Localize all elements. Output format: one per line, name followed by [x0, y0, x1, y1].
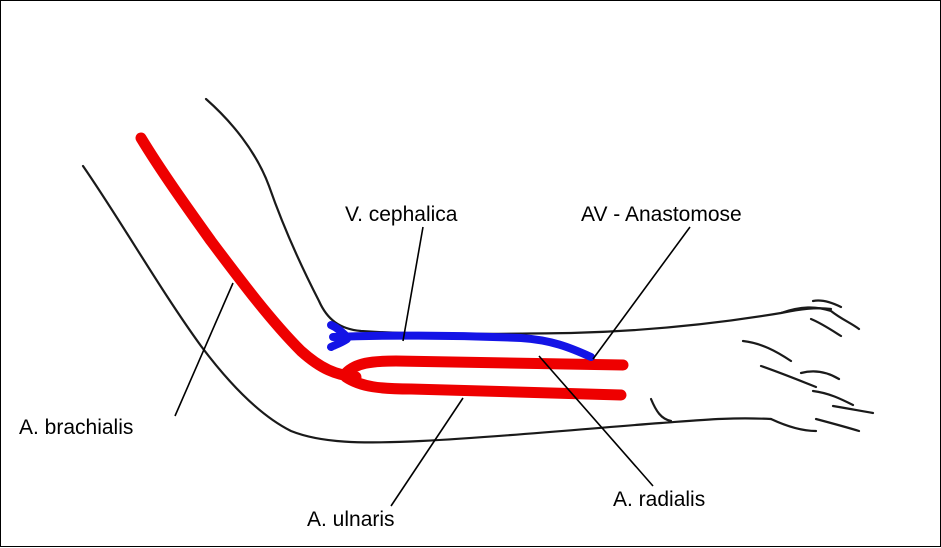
label-a-radialis: A. radialis — [613, 488, 705, 511]
label-a-brachialis: A. brachialis — [19, 416, 133, 439]
artery-brachialis — [141, 138, 356, 377]
artery-ulnaris — [346, 377, 621, 395]
leader-av-anastomose — [593, 227, 690, 359]
label-a-ulnaris: A. ulnaris — [307, 508, 395, 531]
leader-v-cephalica — [403, 227, 423, 341]
leader-a-radialis — [539, 356, 653, 486]
vein-cephalica — [333, 336, 591, 357]
artery-radialis — [346, 361, 623, 373]
label-av-anastomose: AV - Anastomose — [581, 203, 742, 226]
leader-a-ulnaris — [391, 398, 463, 506]
wrist-fold — [651, 399, 671, 421]
leader-a-brachialis — [175, 283, 233, 416]
label-v-cephalica: V. cephalica — [345, 203, 458, 226]
hand-outline — [743, 300, 873, 431]
vessels — [141, 138, 623, 395]
labels: V. cephalica AV - Anastomose A. brachial… — [19, 203, 742, 531]
